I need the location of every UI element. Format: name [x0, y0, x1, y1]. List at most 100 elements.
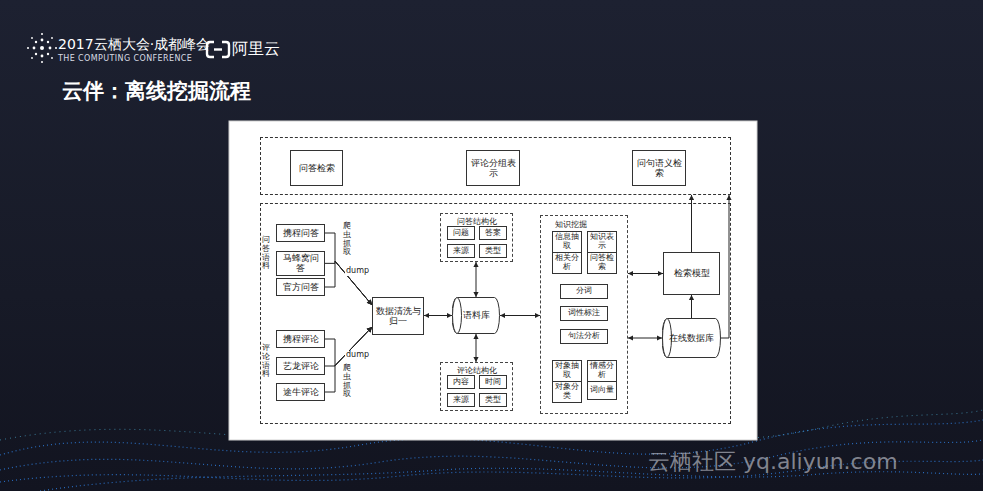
connector-line	[500, 315, 540, 316]
arrow-head	[628, 335, 633, 340]
cylinder-end	[453, 298, 462, 334]
box-label: 对象分类	[555, 383, 579, 401]
arrow-head	[424, 313, 429, 318]
process-box: 来源	[447, 393, 475, 407]
group-label: 问答语料	[262, 236, 270, 271]
box-label: 词性标注	[568, 309, 600, 318]
process-box: 情感分析	[587, 360, 617, 382]
group-label: 爬虫抓取	[343, 222, 351, 257]
connector-line	[325, 327, 372, 366]
arrow-head	[473, 262, 478, 267]
group-band: 问答检索 评论分组表示 问句语义检索	[260, 137, 731, 195]
slide-title: 云伴：离线挖掘流程	[62, 77, 251, 105]
box-label: 问答检索	[590, 254, 614, 272]
box-label: 携程评论	[283, 334, 319, 344]
group-box: 问答结构化问题答案来源类型	[440, 213, 513, 262]
arrow-head	[473, 292, 478, 297]
header-text: 2017云栖大会·成都峰会	[58, 36, 210, 54]
box-label: 分词	[576, 287, 592, 296]
process-box: 问句语义检索	[632, 150, 686, 186]
process-box: 携程评论	[276, 330, 325, 348]
process-box: 携程问答	[276, 224, 325, 242]
arrow-head	[447, 313, 452, 318]
cylinder-body	[452, 298, 500, 334]
arrow-head	[726, 195, 731, 200]
process-box: 相关分析	[552, 252, 582, 274]
process-box: 信息抽取	[552, 231, 582, 253]
box-label: 来源	[453, 247, 469, 256]
process-box: 官方问答	[276, 278, 325, 296]
arrow-head	[689, 195, 694, 200]
connector-line	[628, 273, 663, 274]
connector	[473, 262, 478, 297]
process-box: 句法分析	[560, 329, 608, 344]
connector	[424, 313, 452, 318]
arrow-head	[500, 313, 505, 318]
watermark: 云栖社区 yq.aliyun.com	[648, 447, 898, 477]
group-band: 携程问答马蜂窝问答官方问答携程评论艺龙评论途牛评论问答结构化问题答案来源类型数据…	[260, 203, 731, 424]
process-box: 问答检索	[290, 150, 343, 186]
box-label: 类型	[485, 247, 501, 256]
box-label: 马蜂窝问答	[279, 253, 322, 274]
process-box: 内容	[447, 375, 475, 389]
arrow-head	[473, 334, 478, 339]
group-label: 爬虫抓取	[343, 364, 351, 399]
database-cylinder: 语料库	[452, 297, 500, 334]
process-box: 词性标注	[560, 306, 608, 321]
box-label: 语料库	[463, 309, 490, 322]
box-label: 内容	[453, 378, 469, 387]
process-box: 答案	[479, 226, 507, 240]
box-label: 知识表示	[590, 233, 614, 251]
process-box: 马蜂窝问答	[276, 251, 325, 276]
connector	[500, 313, 540, 318]
box-label: 问句语义检索	[635, 158, 683, 179]
connector	[325, 261, 372, 305]
process-box: 艺龙评论	[276, 357, 325, 375]
process-box: 问题	[447, 226, 475, 240]
process-box: 途牛评论	[276, 383, 325, 401]
process-box: 词向量	[587, 381, 617, 400]
box-label: 评论分组表示	[469, 158, 517, 179]
connector	[628, 335, 662, 340]
connector	[325, 327, 372, 366]
box-label: 数据清洗与归一	[375, 306, 421, 327]
box-label: 对象抽取	[555, 362, 579, 380]
process-box: 分词	[560, 284, 608, 299]
process-box: 知识表示	[587, 231, 617, 253]
process-box: 数据清洗与归一	[372, 297, 424, 335]
box-label: 问题	[453, 229, 469, 238]
box-label: 信息抽取	[555, 233, 579, 251]
arrow-head	[628, 271, 633, 276]
box-label: 来源	[453, 396, 469, 405]
edge-label: dump	[345, 267, 370, 276]
brand-text: 阿里云	[232, 39, 280, 60]
connector-line	[325, 327, 372, 366]
box-label: 句法分析	[568, 332, 600, 341]
process-box: 类型	[479, 393, 507, 407]
arrow-head	[689, 295, 694, 300]
box-label: 检索模型	[674, 268, 710, 278]
box-label: 问答检索	[299, 163, 335, 173]
box-label: 答案	[485, 229, 501, 238]
header-subtext: THE COMPUTING CONFERENCE	[58, 54, 192, 63]
edge-label: dump	[345, 351, 370, 360]
cylinder-body	[662, 319, 720, 358]
connector	[325, 327, 372, 366]
box-label: 艺龙评论	[283, 361, 319, 371]
process-box: 检索模型	[663, 252, 720, 295]
box-label: 时间	[485, 378, 501, 387]
process-box: 对象分类	[552, 381, 582, 403]
box-label: 途牛评论	[283, 387, 319, 397]
arrow-head	[657, 335, 662, 340]
process-box: 问答检索	[587, 252, 617, 274]
connector-line	[325, 261, 372, 305]
process-box: 来源	[447, 244, 475, 258]
box-label: 类型	[485, 396, 501, 405]
connector-line	[721, 195, 729, 338]
connector	[689, 295, 694, 318]
box-label: 在线数据库	[669, 332, 714, 345]
process-box: 类型	[479, 244, 507, 258]
connector	[473, 334, 478, 362]
connector-line	[628, 338, 662, 339]
